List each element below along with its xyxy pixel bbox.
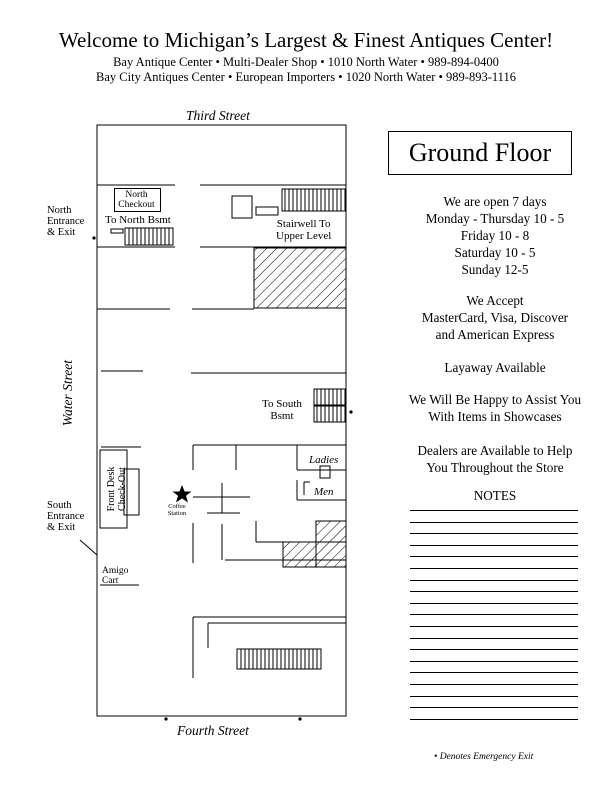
stairs-south-bsmt-2 xyxy=(313,405,347,423)
notes-line xyxy=(410,684,578,685)
notes-line xyxy=(410,521,578,523)
small-bench xyxy=(255,206,279,216)
notes-heading: NOTES xyxy=(473,488,517,503)
notes-line xyxy=(410,649,578,651)
coffee-station-label: Coffee Station xyxy=(167,503,187,517)
to-north-bsmt-label: To North Bsmt xyxy=(105,214,171,226)
page-title: Welcome to Michigan’s Largest & Finest A… xyxy=(58,28,554,52)
notes-line xyxy=(410,510,578,511)
store-line-2: Bay City Antiques Center • European Impo… xyxy=(96,70,516,84)
notes-line xyxy=(410,602,578,604)
checkout-counter xyxy=(123,468,140,516)
hatched-area-south-b xyxy=(315,520,347,568)
men-label: Men xyxy=(314,486,334,498)
notes-line xyxy=(410,718,578,720)
notes-line xyxy=(410,533,578,535)
front-desk xyxy=(99,449,128,529)
notes-line xyxy=(410,637,578,639)
layaway-text: Layaway Available xyxy=(444,360,546,375)
stairs-south-bsmt-1 xyxy=(313,388,347,406)
hours-block: We are open 7 days Monday - Thursday 10 … xyxy=(425,194,565,277)
stairs-south xyxy=(236,648,322,670)
notes-line xyxy=(410,672,578,674)
notes-line xyxy=(410,695,578,697)
dealers-block: Dealers are Available to Help You Throug… xyxy=(417,443,573,475)
assist-block: We Will Be Happy to Assist You With Item… xyxy=(408,392,582,424)
notes-line xyxy=(410,591,578,593)
stairs-north-bsmt xyxy=(124,227,174,246)
notes-line xyxy=(410,614,578,616)
fourth-street-label: Fourth Street xyxy=(177,723,249,738)
payment-block: We Accept MasterCard, Visa, Discover and… xyxy=(421,293,569,342)
hatched-area-north xyxy=(253,247,347,309)
notes-line xyxy=(410,626,578,627)
restroom-fixture xyxy=(319,465,331,479)
exit-dot-east xyxy=(349,410,353,414)
exit-dot-north xyxy=(92,236,96,240)
ground-floor-heading: Ground Floor xyxy=(388,131,572,175)
ladies-label: Ladies xyxy=(309,454,339,466)
exit-dot-south-1 xyxy=(164,717,168,721)
notes-line xyxy=(410,568,578,569)
checkout-counter-small xyxy=(110,228,124,234)
water-street-label: Water Street xyxy=(60,359,75,427)
third-street-label: Third Street xyxy=(186,108,250,123)
store-line-1: Bay Antique Center • Multi-Dealer Shop •… xyxy=(113,55,499,69)
north-entrance-label: North Entrance & Exit xyxy=(47,205,85,238)
stairwell-label: Stairwell To Upper Level xyxy=(276,218,332,242)
notes-line xyxy=(410,556,578,558)
display-box xyxy=(231,195,253,219)
emergency-exit-legend: • Denotes Emergency Exit xyxy=(434,752,534,762)
exit-dot-south-2 xyxy=(298,717,302,721)
north-checkout-label: North Checkout xyxy=(118,190,155,210)
north-checkout-box xyxy=(114,188,161,212)
coffee-star-icon xyxy=(172,485,192,503)
notes-line xyxy=(410,579,578,581)
front-desk-label: Front Desk Check-Out xyxy=(106,466,128,512)
south-entrance-label: South Entrance & Exit xyxy=(47,500,85,533)
notes-line xyxy=(410,660,578,662)
to-south-bsmt-label: To South Bsmt xyxy=(262,398,302,422)
notes-line xyxy=(410,544,578,546)
hatched-area-south-a xyxy=(282,541,317,568)
stairwell-upper xyxy=(281,188,346,212)
notes-line xyxy=(410,707,578,709)
amigo-cart-label: Amigo Cart xyxy=(102,566,129,586)
